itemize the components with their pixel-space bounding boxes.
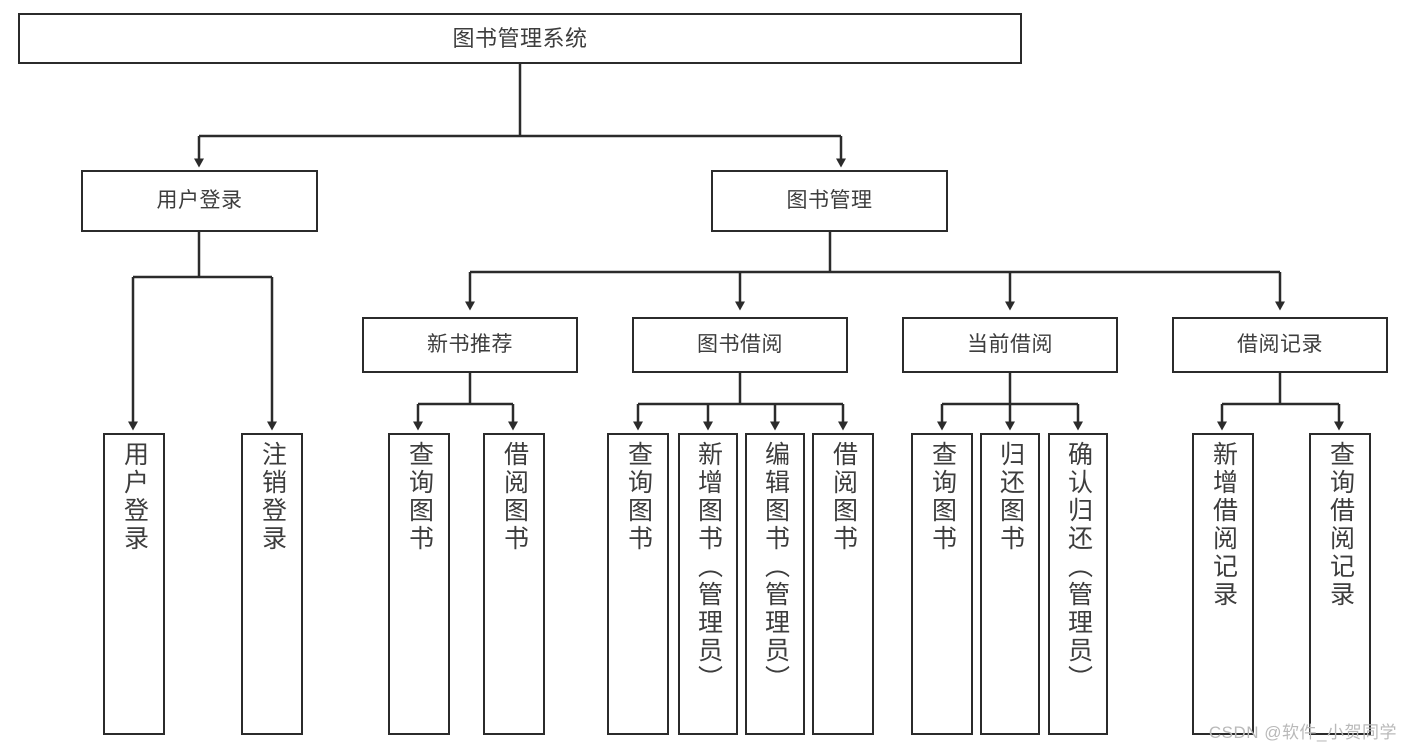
leaf-logout[interactable]: 注销登录	[241, 433, 303, 735]
leaf-add-borrow-record[interactable]: 新增借阅记录	[1192, 433, 1254, 735]
leaf-query-book-recommendation[interactable]: 查询图书	[388, 433, 450, 735]
leaf-query-book-current[interactable]: 查询图书	[911, 433, 973, 735]
leaf-borrow-book-borrowing[interactable]: 借阅图书	[812, 433, 874, 735]
node-label: 用户登录	[156, 188, 243, 212]
node-book-borrowing[interactable]: 图书借阅	[632, 317, 848, 373]
leaf-query-book-borrowing[interactable]: 查询图书	[607, 433, 669, 735]
node-user-login[interactable]: 用户登录	[81, 170, 318, 232]
node-new-book-recommendation[interactable]: 新书推荐	[362, 317, 578, 373]
node-label: 归还图书	[996, 441, 1025, 553]
node-label: 当前借阅	[967, 332, 1053, 356]
csdn-watermark: CSDN @软件_小贺同学	[1208, 723, 1397, 742]
node-label: 借阅图书	[829, 441, 858, 553]
node-label: 借阅图书	[500, 441, 529, 553]
node-label: 编辑图书（管理员）	[761, 441, 790, 693]
node-label: 新增借阅记录	[1209, 441, 1238, 609]
node-label: 新书推荐	[427, 332, 513, 356]
node-label: 图书管理系统	[452, 25, 588, 51]
node-label: 借阅记录	[1237, 332, 1323, 356]
node-book-management[interactable]: 图书管理	[711, 170, 948, 232]
leaf-user-login[interactable]: 用户登录	[103, 433, 165, 735]
node-label: 用户登录	[120, 441, 149, 553]
leaf-confirm-return-admin[interactable]: 确认归还（管理员）	[1048, 433, 1108, 735]
node-current-borrowing[interactable]: 当前借阅	[902, 317, 1118, 373]
leaf-borrow-book-recommendation[interactable]: 借阅图书	[483, 433, 545, 735]
leaf-return-book[interactable]: 归还图书	[980, 433, 1040, 735]
node-label: 查询图书	[928, 441, 957, 553]
node-label: 查询图书	[405, 441, 434, 553]
leaf-query-borrow-record[interactable]: 查询借阅记录	[1309, 433, 1371, 735]
node-label: 查询图书	[624, 441, 653, 553]
leaf-edit-book-admin[interactable]: 编辑图书（管理员）	[745, 433, 805, 735]
leaf-add-book-admin[interactable]: 新增图书（管理员）	[678, 433, 738, 735]
node-label: 图书管理	[786, 188, 873, 212]
node-label: 新增图书（管理员）	[694, 441, 723, 693]
node-label: 确认归还（管理员）	[1064, 441, 1093, 693]
node-borrowing-records[interactable]: 借阅记录	[1172, 317, 1388, 373]
node-label: 查询借阅记录	[1326, 441, 1355, 609]
node-label: 图书借阅	[697, 332, 783, 356]
node-label: 注销登录	[258, 441, 287, 553]
node-root-book-management-system[interactable]: 图书管理系统	[18, 13, 1022, 64]
